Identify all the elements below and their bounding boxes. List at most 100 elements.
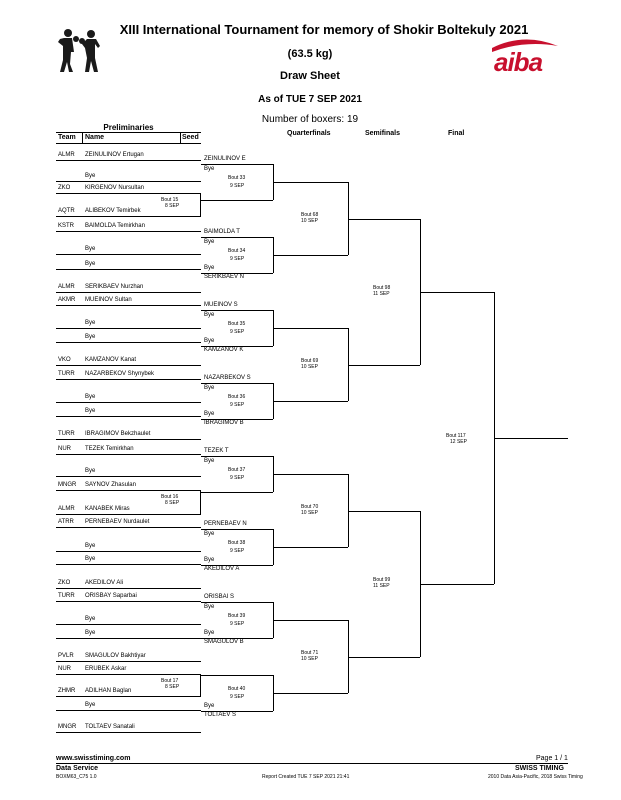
aiba-wordmark: aiba bbox=[494, 47, 543, 77]
r16-upper-entry-4: Bye bbox=[204, 458, 215, 464]
prelim-name-5: Bye bbox=[85, 246, 96, 252]
prelim-name-1: Bye bbox=[85, 173, 96, 179]
prelim-name-25: Bye bbox=[85, 616, 96, 622]
prelim-name-11: KAMZANOV Kanat bbox=[85, 357, 137, 363]
prelim-name-23: AKEDILOV Ali bbox=[85, 580, 124, 586]
sf-bout-date-0: 11 SEP bbox=[373, 290, 390, 297]
header-sep-2 bbox=[180, 133, 181, 143]
r16-bottom-name-2: KAMZANOV K bbox=[204, 347, 244, 353]
footer-service: Data Service bbox=[56, 765, 99, 772]
r16-bottom-line-4 bbox=[201, 492, 273, 493]
sf-bottom-line-1 bbox=[348, 656, 420, 658]
prelim-name-2: KIRGENOV Nursultan bbox=[85, 185, 145, 191]
r16-lower-entry-5: Bye bbox=[204, 557, 215, 563]
tournament-title: XIII International Tournament for memory… bbox=[119, 22, 529, 37]
sf-top-line-1 bbox=[348, 510, 420, 512]
prelim-name-30: Bye bbox=[85, 702, 96, 708]
r16-bottom-name-3: IBRAGIMOV B bbox=[204, 420, 244, 426]
footer-url: www.swisstiming.com bbox=[56, 755, 131, 762]
prelim-name-6: Bye bbox=[85, 261, 96, 267]
r16-upper-entry-3: Bye bbox=[204, 385, 215, 391]
prelim-name-21: Bye bbox=[85, 543, 96, 549]
r16-top-name-3: NAZARBEKOV S bbox=[204, 375, 251, 381]
footer-report: Report Created TUE 7 SEP 2021 21:41 bbox=[262, 774, 350, 780]
r16-bout-date-1: 9 SEP bbox=[230, 256, 245, 262]
header-rule-top bbox=[56, 132, 201, 133]
prelim-row-line-11 bbox=[56, 365, 201, 366]
prelim-team-8: AKMR bbox=[58, 297, 76, 303]
prelim-team-16: NUR bbox=[58, 446, 71, 452]
r16-bottom-line-7 bbox=[201, 711, 273, 712]
qf-bottom-line-0 bbox=[273, 255, 348, 256]
prelim-row-line-16 bbox=[56, 454, 201, 455]
r16-upper-entry-1: Bye bbox=[204, 239, 215, 245]
r16-top-line-0 bbox=[201, 164, 273, 165]
sf-bout-number-1: Bout 99 bbox=[373, 576, 391, 583]
r16-bottom-name-1: SERIKBAEV N bbox=[204, 274, 245, 280]
prelim-team-0: ALMR bbox=[58, 152, 75, 158]
aiba-swoosh-icon bbox=[492, 39, 558, 52]
prelim-row-line-19 bbox=[56, 514, 201, 515]
prelim-team-31: MNGR bbox=[58, 724, 77, 730]
r16-bout-date-7: 9 SEP bbox=[230, 694, 245, 700]
prelim-team-2: ZKO bbox=[58, 185, 71, 191]
prelim-row-line-31 bbox=[56, 732, 201, 733]
seed-column-header: Seed bbox=[182, 134, 199, 141]
qf-top-line-2 bbox=[273, 474, 348, 475]
prelim-team-7: ALMR bbox=[58, 284, 75, 290]
prelim-name-26: Bye bbox=[85, 630, 96, 636]
prelim-team-29: ZHMR bbox=[58, 688, 76, 694]
prelim-bout-date-1: 8 SEP bbox=[165, 500, 180, 506]
prelim-name-3: ALIBEKOV Temirbek bbox=[85, 208, 141, 214]
r16-lower-entry-3: Bye bbox=[204, 411, 215, 417]
prelim-name-10: Bye bbox=[85, 334, 96, 340]
name-column-header: Name bbox=[85, 134, 105, 141]
prelim-name-27: SMAGULOV Bakhtiyar bbox=[85, 653, 146, 659]
prelim-row-line-8 bbox=[56, 305, 201, 306]
prelim-row-line-29 bbox=[56, 696, 201, 697]
qf-top-line-1 bbox=[273, 328, 348, 329]
r16-bout-number-0: Bout 33 bbox=[228, 175, 246, 181]
prelim-row-line-25 bbox=[56, 624, 201, 625]
prelim-name-16: TEZEK Temirkhan bbox=[85, 446, 134, 452]
prelim-bout-connector-0 bbox=[200, 193, 201, 216]
r16-top-line-6 bbox=[201, 602, 273, 603]
prelim-team-23: ZKO bbox=[58, 580, 71, 586]
prelim-name-12: NAZARBEKOV Shynybek bbox=[85, 371, 155, 377]
r16-bottom-line-5 bbox=[201, 565, 273, 566]
r16-top-name-6: ORISBAI S bbox=[204, 594, 235, 600]
preliminaries-header: Preliminaries bbox=[103, 123, 154, 132]
prelim-row-line-4 bbox=[56, 231, 201, 232]
r16-bottom-name-7: TOLTAEV S bbox=[204, 712, 237, 718]
r16-bout-number-5: Bout 38 bbox=[228, 540, 246, 546]
r16-top-name-1: BAIMOLDA T bbox=[204, 229, 240, 235]
r16-lower-entry-6: Bye bbox=[204, 630, 215, 636]
r16-lower-entry-7: Bye bbox=[204, 703, 215, 709]
r16-bout-date-5: 9 SEP bbox=[230, 548, 245, 554]
r16-bottom-line-6 bbox=[201, 638, 273, 639]
prelim-team-24: TURR bbox=[58, 593, 75, 599]
prelim-row-line-22 bbox=[56, 564, 201, 565]
prelim-bout-connector-1 bbox=[200, 490, 201, 514]
prelim-name-31: TOLTAEV Sanatali bbox=[85, 724, 135, 730]
prelim-row-line-10 bbox=[56, 342, 201, 343]
r16-top-line-1 bbox=[201, 237, 273, 238]
r16-top-line-5 bbox=[201, 529, 273, 530]
sf-bout-date-1: 11 SEP bbox=[373, 582, 390, 589]
prelim-bout-number-1: Bout 16 bbox=[161, 494, 179, 500]
prelim-row-line-30 bbox=[56, 710, 201, 711]
r16-bout-number-1: Bout 34 bbox=[228, 248, 246, 254]
footer-page: Page 1 / 1 bbox=[536, 755, 568, 762]
r16-bout-number-6: Bout 39 bbox=[228, 613, 246, 619]
r16-bout-date-4: 9 SEP bbox=[230, 475, 245, 481]
qf-bottom-line-1 bbox=[273, 401, 348, 402]
prelim-name-8: MUEINOV Sultan bbox=[85, 297, 132, 303]
r16-bottom-name-6: SMAGULOV B bbox=[204, 639, 244, 645]
prelim-name-15: IBRAGIMOV Bekzhaulet bbox=[85, 431, 151, 437]
r16-bout-number-2: Bout 35 bbox=[228, 321, 246, 327]
weight-category: (63.5 kg) bbox=[287, 48, 333, 60]
prelim-row-line-13 bbox=[56, 402, 201, 403]
aiba-logo: aiba bbox=[488, 38, 560, 78]
prelim-row-line-15 bbox=[56, 439, 201, 440]
prelim-team-27: PVLR bbox=[58, 653, 74, 659]
